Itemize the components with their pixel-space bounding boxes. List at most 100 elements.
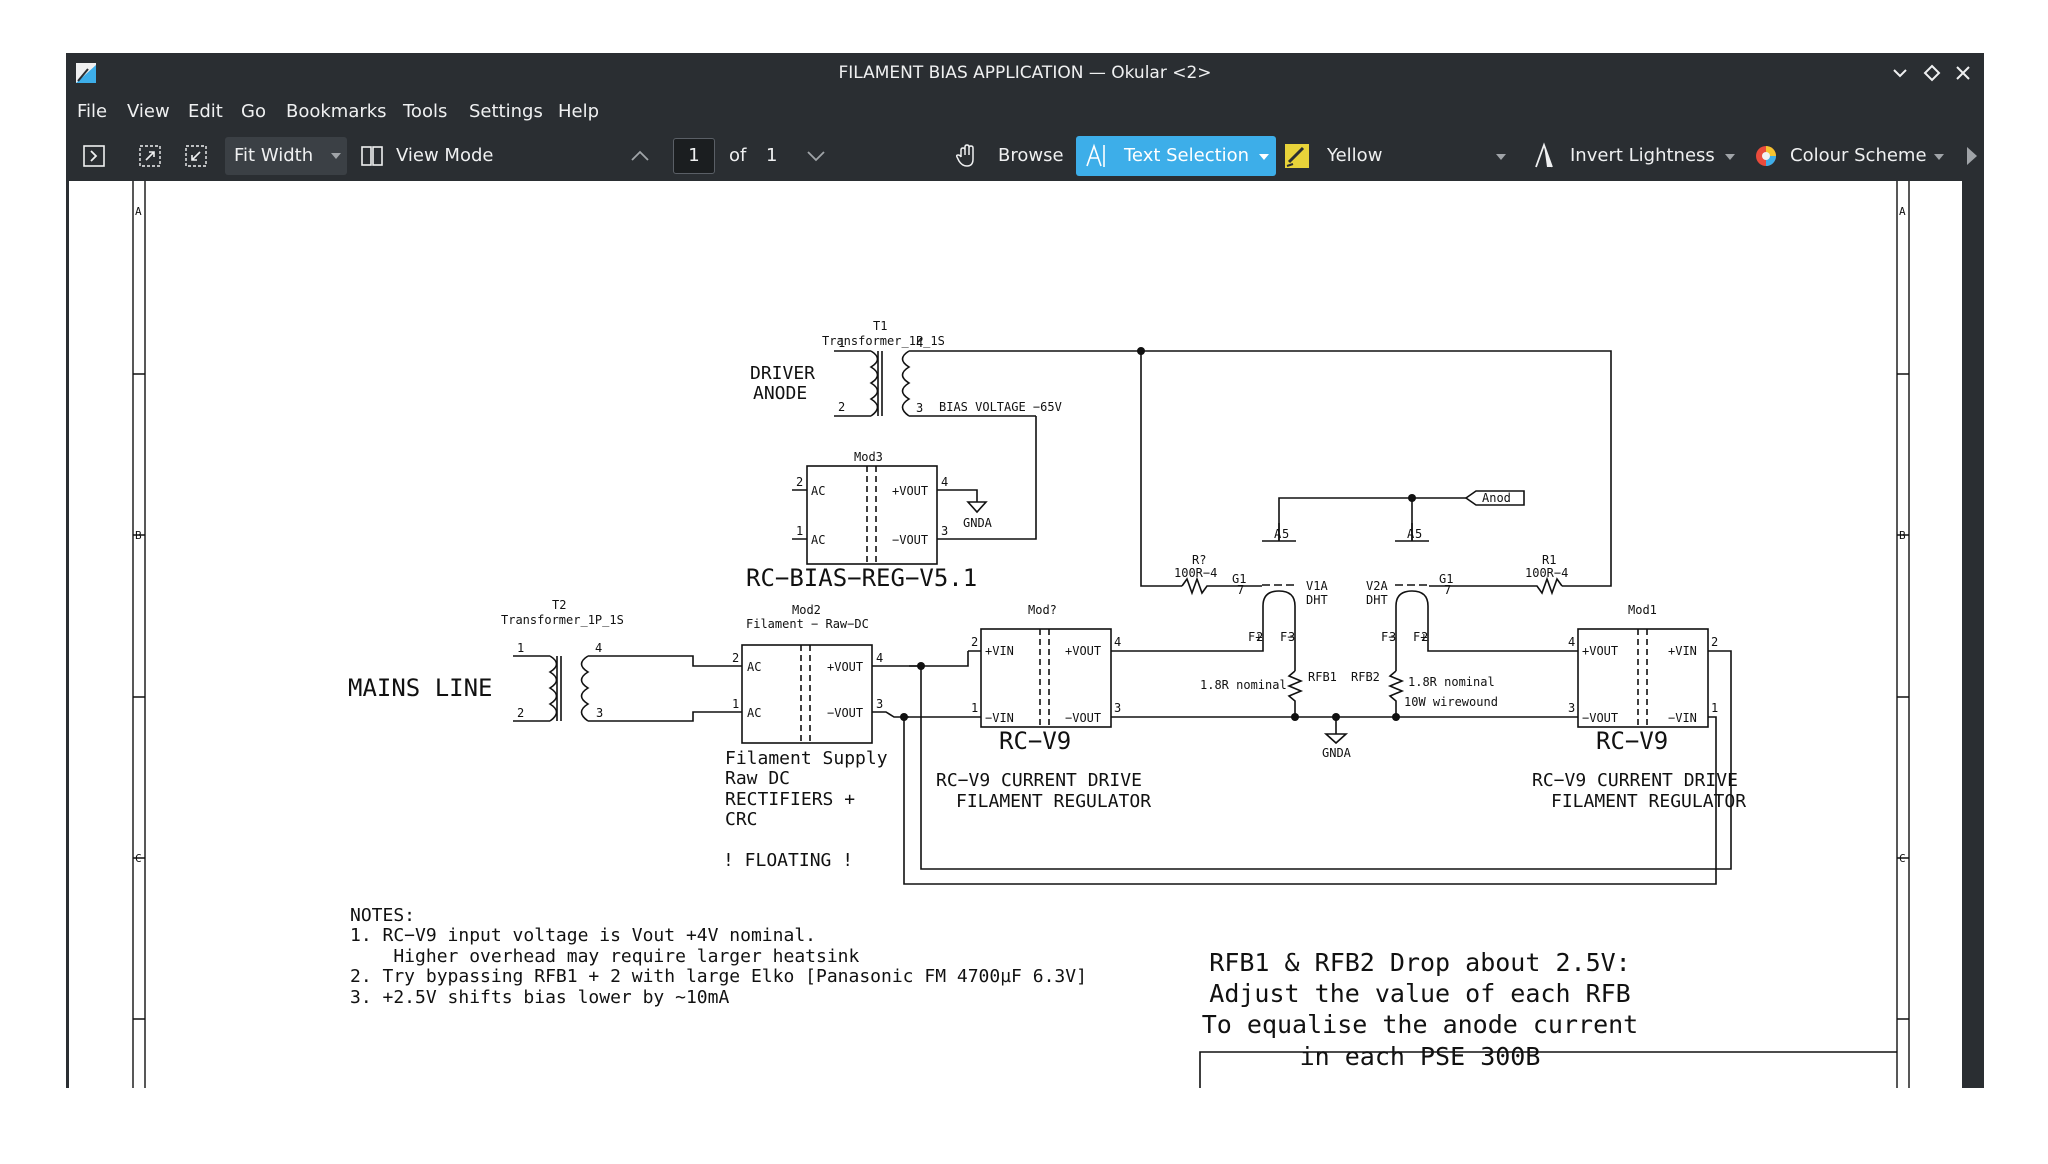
v2a-f1: F− [1381, 630, 1395, 644]
v2a-f2-pin: 2 [1421, 630, 1428, 644]
page-number-input[interactable]: 1 [673, 138, 715, 174]
t1-pin: 3 [916, 401, 923, 415]
rfb1-value: 1.8R nominal [1200, 678, 1287, 692]
driver-anode-label: ANODE [753, 383, 807, 404]
v1a-g1-pin: 7 [1237, 583, 1244, 597]
invert-lightness-button[interactable]: Invert Lightness [1533, 136, 1735, 176]
v2a-a: A [1407, 527, 1415, 541]
text-selection-button[interactable]: Text Selection [1076, 136, 1276, 176]
sidebar-toggle-icon[interactable] [80, 136, 108, 176]
mod3-vout-pos: +VOUT [892, 484, 928, 498]
mod3-pin: 1 [796, 524, 803, 538]
mod1-vout-neg: −VOUT [1582, 711, 1618, 725]
menu-bar: File View Edit Go Bookmarks Tools Settin… [66, 93, 1984, 131]
window-title: FILAMENT BIAS APPLICATION — Okular <2> [838, 63, 1212, 83]
menu-bookmarks[interactable]: Bookmarks [286, 101, 387, 122]
hand-icon [955, 144, 974, 167]
close-icon[interactable] [1953, 63, 1973, 83]
toolbar-overflow-icon[interactable] [1963, 136, 1981, 176]
text-select-icon [1086, 143, 1105, 167]
v1a-a-pin: 5 [1282, 527, 1289, 541]
chevron-down-icon [1934, 154, 1944, 160]
mod2-ref: Mod2 [792, 603, 821, 617]
rfb1-ref: RFB1 [1308, 670, 1337, 684]
yellow-highlighter-button[interactable]: Yellow Highlighter [1283, 136, 1506, 206]
mod3-pin: 3 [941, 524, 948, 538]
r1-ref: R1 [1542, 553, 1556, 567]
mod2-pin: 1 [732, 697, 739, 711]
notes-line: 1. RC−V9 input voltage is Vout +4V nomin… [350, 925, 816, 946]
floating-label: ! FLOATING ! [723, 850, 853, 871]
mod1-pin: 2 [1711, 635, 1718, 649]
notes-line: Higher overhead may require larger heats… [350, 946, 859, 967]
page-total: 1 [766, 145, 778, 166]
gnda-label: GNDA [1322, 746, 1352, 760]
vertical-scrollbar[interactable] [1962, 181, 1984, 1088]
mod3-vout-neg: −VOUT [892, 533, 928, 547]
modq-vin-pos: +VIN [985, 644, 1014, 658]
frame-row-label: A [1899, 205, 1906, 218]
t1-pin: 1 [838, 336, 845, 350]
text-selection-label: Text Selection [1124, 145, 1250, 166]
modq-vout-neg: −VOUT [1065, 711, 1101, 725]
mod1-description: RC−V9 CURRENT DRIVE [1532, 770, 1738, 791]
frame-row-label: C [135, 852, 142, 865]
mod2-ac: AC [747, 660, 761, 674]
modq-ref: Mod? [1028, 603, 1057, 617]
junction-dot [900, 713, 908, 721]
menu-help[interactable]: Help [558, 101, 600, 122]
t1-pin: 4 [916, 336, 923, 350]
okular-app-icon [76, 63, 96, 83]
mod3-ref: Mod3 [854, 450, 883, 464]
document-viewport[interactable]: A B C A B C T1 Transformer_1P_1S 1 2 3 4… [66, 181, 1984, 1088]
v1a-type: DHT [1306, 593, 1328, 607]
next-page-icon[interactable] [802, 136, 830, 176]
mod2-description: RECTIFIERS + [725, 789, 855, 810]
rfb-note-line: Adjust the value of each RFB [1209, 979, 1630, 1008]
notes-line: 2. Try bypassing RFB1 + 2 with large Elk… [350, 966, 1087, 987]
menu-tools[interactable]: Tools [403, 101, 448, 122]
previous-page-icon[interactable] [626, 136, 654, 176]
menu-edit[interactable]: Edit [188, 101, 223, 122]
mod3-pin: 2 [796, 475, 803, 489]
t2-ref: T2 [552, 598, 566, 612]
view-mode-button[interactable]: View Mode [360, 136, 500, 176]
restore-icon[interactable] [1922, 63, 1942, 83]
v1a-ref: V1A [1306, 579, 1328, 593]
rfb-note-line: To equalise the anode current [1202, 1010, 1639, 1039]
colour-scheme-icon [1756, 146, 1776, 166]
rfb-note-line: RFB1 & RFB2 Drop about 2.5V: [1209, 948, 1630, 977]
mod2-pin: 4 [876, 651, 883, 665]
junction-dot [1392, 713, 1400, 721]
okular-window: FILAMENT BIAS APPLICATION — Okular <2> F… [66, 53, 1984, 1088]
mod1-pin: 1 [1711, 701, 1718, 715]
chevron-down-icon [1259, 154, 1269, 160]
highlighter-icon [1285, 144, 1309, 168]
menu-settings[interactable]: Settings [469, 101, 543, 122]
junction-dot [1332, 713, 1340, 721]
zoom-shrink-icon[interactable] [182, 136, 210, 176]
viewport-left-edge [66, 181, 69, 1088]
minimize-icon[interactable] [1890, 63, 1910, 83]
zoom-select[interactable]: Fit Width [225, 137, 347, 175]
v1a-f1: F+ [1248, 630, 1262, 644]
r7-value: 100R−4 [1174, 566, 1217, 580]
mod2-pin: 2 [732, 651, 739, 665]
browse-tool-button[interactable]: Browse [954, 136, 1064, 176]
colour-scheme-button[interactable]: Colour Scheme [1754, 136, 1954, 176]
junction-dot [917, 662, 925, 670]
frame-row-label: A [135, 205, 142, 218]
mod2-ac: AC [747, 706, 761, 720]
mod2-vout-neg: −VOUT [827, 706, 863, 720]
r1-value: 100R−4 [1525, 566, 1568, 580]
menu-view[interactable]: View [127, 101, 170, 122]
mod1-pin: 3 [1568, 701, 1575, 715]
v1a-f2-pin: 3 [1288, 630, 1295, 644]
frame-row-label: C [1899, 852, 1906, 865]
v2a-g1: G1 [1439, 572, 1453, 586]
chevron-down-icon [331, 153, 341, 159]
menu-go[interactable]: Go [241, 101, 266, 122]
zoom-fit-icon[interactable] [136, 136, 164, 176]
r7-ref: R? [1192, 553, 1206, 567]
menu-file[interactable]: File [77, 101, 108, 122]
